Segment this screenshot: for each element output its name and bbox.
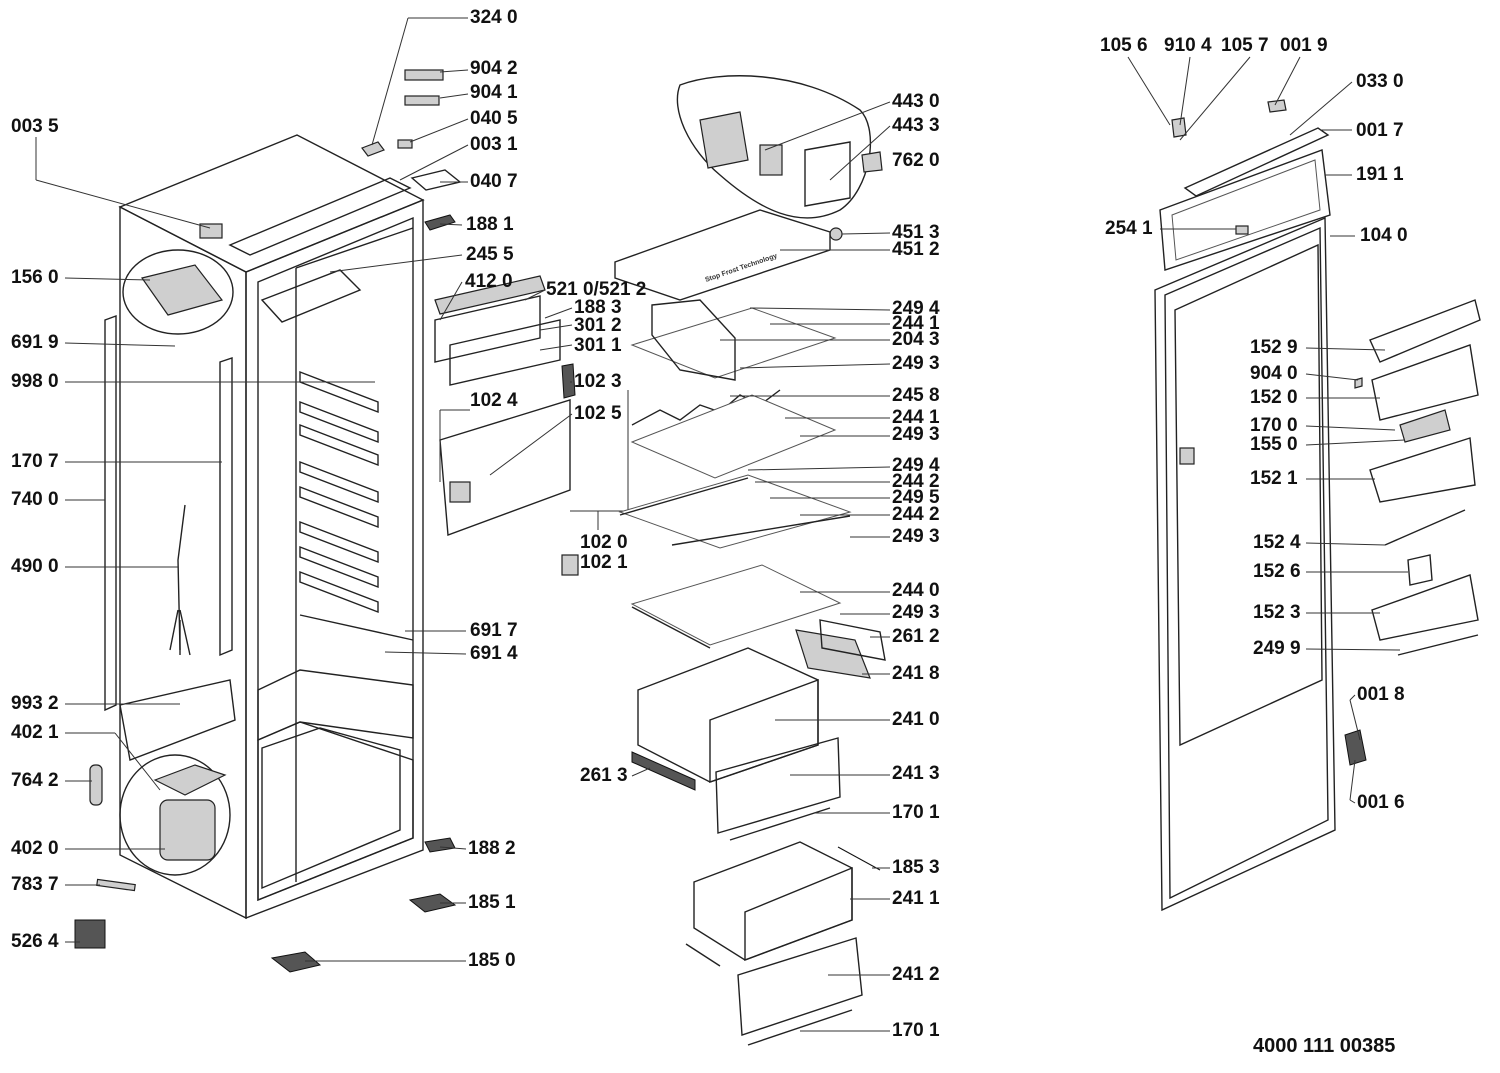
part-label-490-0: 490 0 — [11, 556, 59, 577]
part-label-241-1: 241 1 — [892, 888, 940, 909]
part-label-033-0: 033 0 — [1356, 71, 1404, 92]
part-label-993-2: 993 2 — [11, 693, 59, 714]
part-label-156-0: 156 0 — [11, 267, 59, 288]
part-label-762-0: 762 0 — [892, 150, 940, 171]
part-label-412-0: 412 0 — [465, 271, 513, 292]
part-label-155-0: 155 0 — [1250, 434, 1298, 455]
part-label-691-4: 691 4 — [470, 643, 518, 664]
part-label-244-2-a: 244 2 — [892, 471, 940, 492]
part-label-185-1: 185 1 — [468, 892, 516, 913]
part-label-204-3: 204 3 — [892, 329, 940, 350]
part-label-904-2: 904 2 — [470, 58, 518, 79]
part-label-170-7: 170 7 — [11, 451, 59, 472]
part-label-249-9: 249 9 — [1253, 638, 1301, 659]
part-label-001-9: 001 9 — [1280, 35, 1328, 56]
part-label-003-1: 003 1 — [470, 134, 518, 155]
shelves-and-drawers: Stop Frost Technology — [614, 75, 891, 1046]
part-label-521-0-521-2: 521 0/521 2 — [546, 279, 647, 300]
part-label-241-2: 241 2 — [892, 964, 940, 985]
part-label-783-7: 783 7 — [11, 874, 59, 895]
part-label-241-8: 241 8 — [892, 663, 940, 684]
part-label-691-9: 691 9 — [11, 332, 59, 353]
part-label-691-7: 691 7 — [470, 620, 518, 641]
part-label-241-3: 241 3 — [892, 763, 940, 784]
part-label-170-0: 170 0 — [1250, 415, 1298, 436]
leader-lines-right — [1127, 56, 1408, 804]
part-label-451-2: 451 2 — [892, 239, 940, 260]
part-label-001-7: 001 7 — [1356, 120, 1404, 141]
part-label-740-0: 740 0 — [11, 489, 59, 510]
leader-lines-left — [35, 17, 629, 962]
part-label-998-0: 998 0 — [11, 371, 59, 392]
part-label-152-1: 152 1 — [1250, 468, 1298, 489]
part-label-245-8: 245 8 — [892, 385, 940, 406]
part-label-249-3-b: 249 3 — [892, 424, 940, 445]
part-label-451-3: 451 3 — [892, 222, 940, 243]
part-label-040-7: 040 7 — [470, 171, 518, 192]
part-label-104-0: 104 0 — [1360, 225, 1408, 246]
part-label-152-9: 152 9 — [1250, 337, 1298, 358]
part-label-191-1: 191 1 — [1356, 164, 1404, 185]
part-label-402-0: 402 0 — [11, 838, 59, 859]
cabinet-body — [35, 17, 629, 973]
part-label-249-5: 249 5 — [892, 487, 940, 508]
part-label-241-0: 241 0 — [892, 709, 940, 730]
part-label-102-1: 102 1 — [580, 552, 628, 573]
part-label-185-0: 185 0 — [468, 950, 516, 971]
part-label-249-4-a: 249 4 — [892, 298, 940, 319]
part-label-152-3: 152 3 — [1253, 602, 1301, 623]
part-label-324-0: 324 0 — [470, 7, 518, 28]
part-label-102-3: 102 3 — [574, 371, 622, 392]
part-label-001-6: 001 6 — [1357, 792, 1405, 813]
part-label-185-3: 185 3 — [892, 857, 940, 878]
part-label-170-1-b: 170 1 — [892, 1020, 940, 1041]
part-label-152-6: 152 6 — [1253, 561, 1301, 582]
part-label-904-1: 904 1 — [470, 82, 518, 103]
part-label-301-1: 301 1 — [574, 335, 622, 356]
part-label-102-5: 102 5 — [574, 403, 622, 424]
part-label-040-5: 040 5 — [470, 108, 518, 129]
door-assembly — [1127, 56, 1481, 912]
part-label-003-5: 003 5 — [11, 116, 59, 137]
part-label-105-6: 105 6 — [1100, 35, 1148, 56]
part-label-244-1-b: 244 1 — [892, 407, 940, 428]
part-label-170-1-a: 170 1 — [892, 802, 940, 823]
part-label-261-3: 261 3 — [580, 765, 628, 786]
part-label-245-5: 245 5 — [466, 244, 514, 265]
part-label-152-4: 152 4 — [1253, 532, 1301, 553]
part-label-244-1-a: 244 1 — [892, 313, 940, 334]
part-label-001-8: 001 8 — [1357, 684, 1405, 705]
drawing-number: 4000 111 00385 — [1253, 1035, 1396, 1057]
part-label-249-3-a: 249 3 — [892, 353, 940, 374]
part-label-402-1: 402 1 — [11, 722, 59, 743]
part-label-188-3: 188 3 — [574, 297, 622, 318]
part-label-443-0: 443 0 — [892, 91, 940, 112]
part-label-244-2-b: 244 2 — [892, 504, 940, 525]
part-label-261-2: 261 2 — [892, 626, 940, 647]
part-label-910-4: 910 4 — [1164, 35, 1212, 56]
part-label-904-0: 904 0 — [1250, 363, 1298, 384]
part-label-152-0: 152 0 — [1250, 387, 1298, 408]
part-label-254-1: 254 1 — [1105, 218, 1153, 239]
part-label-244-0: 244 0 — [892, 580, 940, 601]
part-label-188-2: 188 2 — [468, 838, 516, 859]
leader-lines-middle — [631, 101, 891, 1032]
part-label-102-0: 102 0 — [580, 532, 628, 553]
part-label-188-1: 188 1 — [466, 214, 514, 235]
part-label-249-3-c: 249 3 — [892, 526, 940, 547]
part-label-249-3-d: 249 3 — [892, 602, 940, 623]
part-label-301-2: 301 2 — [574, 315, 622, 336]
part-label-102-4: 102 4 — [470, 390, 518, 411]
part-label-526-4: 526 4 — [11, 931, 59, 952]
part-label-249-4-b: 249 4 — [892, 455, 940, 476]
part-label-443-3: 443 3 — [892, 115, 940, 136]
part-label-105-7: 105 7 — [1221, 35, 1269, 56]
shelf-rails — [299, 370, 379, 614]
part-label-764-2: 764 2 — [11, 770, 59, 791]
